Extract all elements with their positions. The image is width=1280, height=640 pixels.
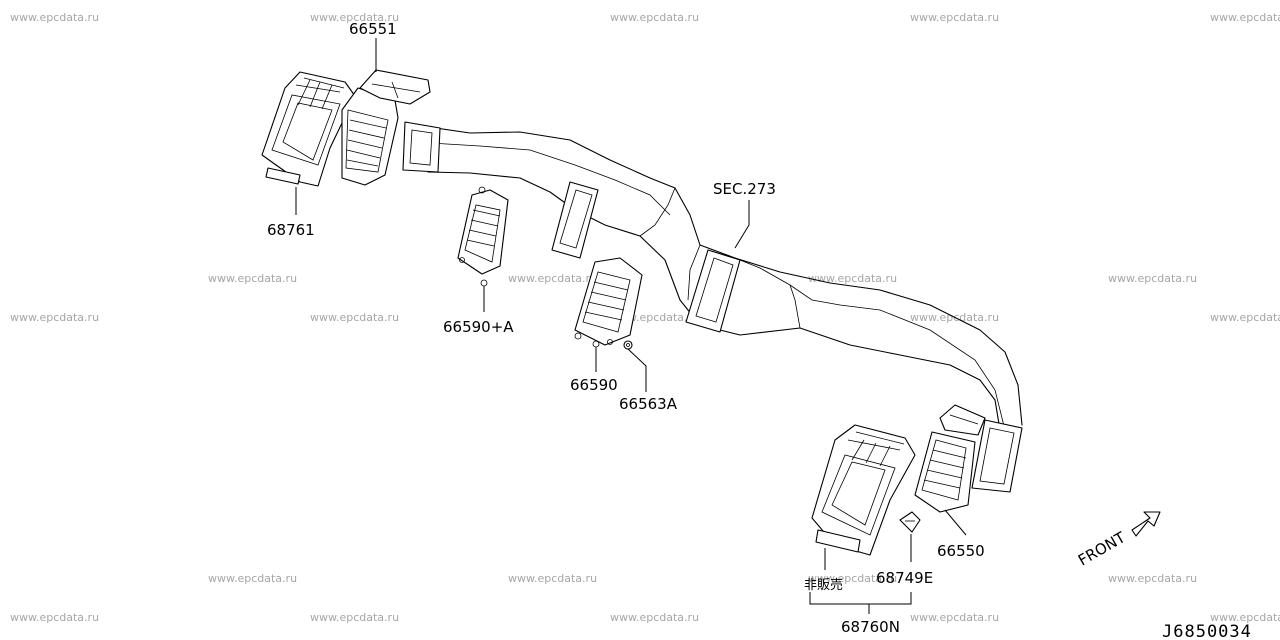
left-side-vent-66551 bbox=[341, 69, 431, 186]
watermark: www.epcdata.ru bbox=[10, 311, 99, 324]
section-ref-label: SEC.273 bbox=[713, 180, 776, 198]
leader-lines bbox=[295, 38, 967, 614]
watermark: www.epcdata.ru bbox=[310, 11, 399, 24]
part-label-66550: 66550 bbox=[937, 542, 985, 560]
part-label-66563a: 66563A bbox=[619, 395, 678, 413]
watermark: www.epcdata.ru bbox=[910, 611, 999, 624]
clip-66563a bbox=[623, 340, 633, 350]
right-side-vent-66550 bbox=[914, 404, 986, 513]
part-label-66590a: 66590+A bbox=[443, 318, 514, 336]
watermark: www.epcdata.ru bbox=[10, 11, 99, 24]
front-arrow-icon bbox=[1131, 511, 1161, 537]
center-vent-66590a bbox=[457, 186, 509, 287]
watermark-layer: www.epcdata.ru www.epcdata.ru www.epcdat… bbox=[10, 11, 1280, 624]
watermark: www.epcdata.ru bbox=[808, 572, 897, 585]
watermark: www.epcdata.ru bbox=[910, 11, 999, 24]
watermark: www.epcdata.ru bbox=[310, 311, 399, 324]
watermark: www.epcdata.ru bbox=[1108, 572, 1197, 585]
watermark: www.epcdata.ru bbox=[208, 272, 297, 285]
watermark: www.epcdata.ru bbox=[310, 611, 399, 624]
watermark: www.epcdata.ru bbox=[1108, 272, 1197, 285]
main-duct bbox=[402, 121, 1023, 493]
watermark: www.epcdata.ru bbox=[1210, 311, 1280, 324]
clip-68749e bbox=[899, 511, 921, 533]
drawing-number: J6850034 bbox=[1162, 622, 1252, 640]
part-label-66590: 66590 bbox=[570, 376, 618, 394]
right-side-bezel-68760n bbox=[811, 424, 916, 556]
watermark: www.epcdata.ru bbox=[610, 11, 699, 24]
watermark: www.epcdata.ru bbox=[508, 272, 597, 285]
watermark: www.epcdata.ru bbox=[508, 572, 597, 585]
center-vent-66590 bbox=[574, 257, 643, 348]
watermark: www.epcdata.ru bbox=[10, 611, 99, 624]
watermark: www.epcdata.ru bbox=[808, 272, 897, 285]
watermark: www.epcdata.ru bbox=[208, 572, 297, 585]
not-for-sale-label: 非販売 bbox=[804, 577, 843, 593]
watermark: www.epcdata.ru bbox=[1210, 11, 1280, 24]
watermark: www.epcdata.ru bbox=[610, 611, 699, 624]
part-label-68749e: 68749E bbox=[876, 569, 933, 587]
part-label-68760n: 68760N bbox=[841, 618, 900, 636]
watermark: www.epcdata.ru bbox=[1210, 611, 1280, 624]
front-label: FRONT bbox=[1075, 528, 1129, 570]
part-label-66551: 66551 bbox=[349, 20, 397, 38]
part-label-68761: 68761 bbox=[267, 221, 315, 239]
left-side-bezel-68761 bbox=[261, 71, 356, 187]
front-indicator: FRONT bbox=[1075, 511, 1161, 570]
